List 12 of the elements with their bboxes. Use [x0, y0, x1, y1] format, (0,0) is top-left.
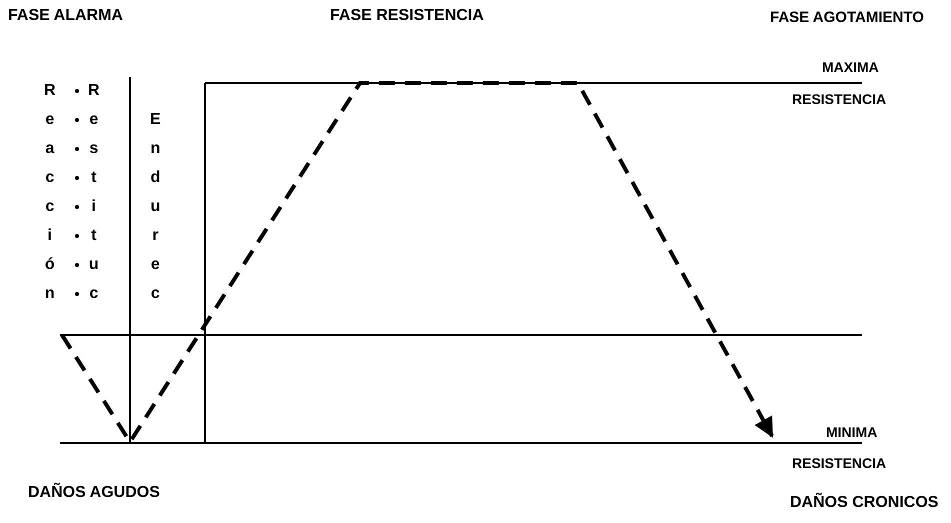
vertical-label: Endurec [150, 110, 161, 304]
phase-title: FASE RESISTENCIA [330, 8, 484, 24]
phase-title: FASE AGOTAMIENTO [770, 10, 924, 25]
level-label: RESISTENCIA [792, 92, 886, 106]
vertical-label: Restituc [88, 81, 100, 304]
level-label: RESISTENCIA [792, 456, 886, 470]
level-label: MINIMA [826, 425, 878, 439]
phase-title: FASE ALARMA [8, 8, 123, 24]
outcome-label: DAÑOS AGUDOS [28, 485, 160, 501]
level-label: MAXIMA [822, 60, 879, 74]
outcome-label: DAÑOS CRONICOS [790, 495, 938, 511]
vertical-label: Reacción [44, 81, 56, 304]
